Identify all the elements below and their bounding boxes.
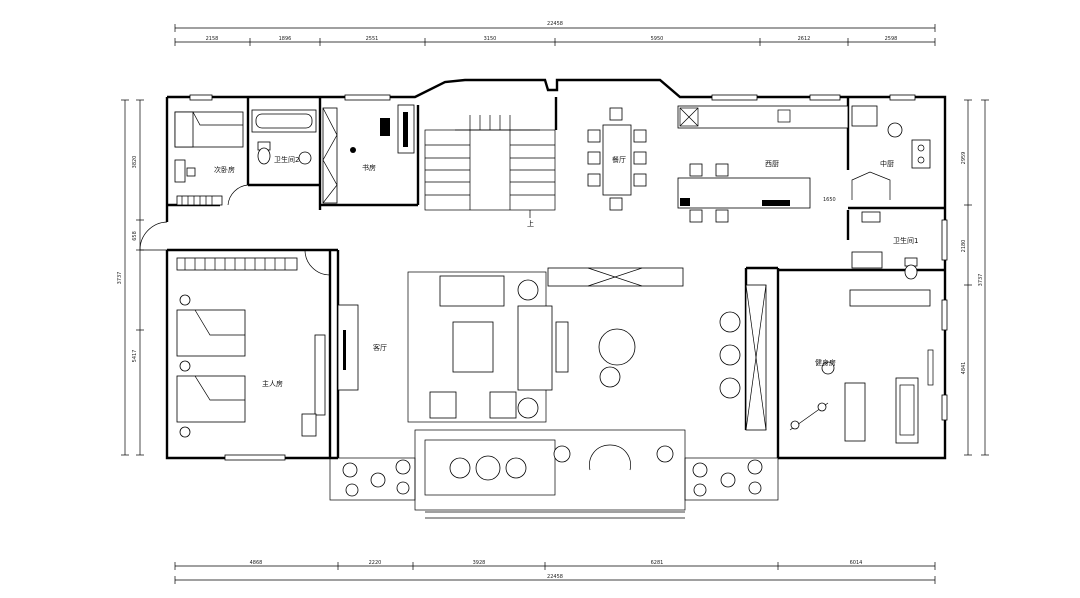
plant-group-left xyxy=(342,459,411,497)
stair-up-label: 上 xyxy=(527,219,534,228)
right-segment-dimension: 2180 xyxy=(961,240,967,253)
staircase: 上 xyxy=(424,115,556,228)
top-segment-dimension: 1896 xyxy=(279,36,292,42)
left-segment-dimension: 3820 xyxy=(132,156,138,169)
front-terrace xyxy=(329,429,779,519)
bed-upper xyxy=(176,309,246,357)
room-label-chinese-kitchen: 中厨 xyxy=(880,159,894,168)
wardrobe xyxy=(176,195,223,206)
top-total-dimension: 22458 xyxy=(547,21,563,27)
bottom-segment-dimension: 2220 xyxy=(369,560,382,566)
exercise-bike xyxy=(844,382,866,442)
top-segment-dimension: 5950 xyxy=(651,36,664,42)
bottom-segment-dimension: 6281 xyxy=(651,560,664,566)
bathroom-1: 卫生间1 xyxy=(851,211,918,280)
gym: 健身房 xyxy=(789,289,934,444)
sink xyxy=(887,122,903,138)
chinese-kitchen: 中厨 xyxy=(851,105,931,200)
room-label-bathroom-1: 卫生间1 xyxy=(893,236,918,245)
study: 书房 xyxy=(322,104,415,204)
stove xyxy=(911,139,931,169)
wardrobe xyxy=(176,257,298,271)
room-label-gym: 健身房 xyxy=(815,358,836,367)
left-segment-dimension: 3737 xyxy=(117,272,123,285)
left-segment-dimension: 5417 xyxy=(132,350,138,363)
right-dimension-chain: 2959 2180 3737 4841 xyxy=(961,99,989,456)
kitchen-island xyxy=(677,177,811,209)
exterior-walls xyxy=(139,78,948,461)
left-segment-dimension: 658 xyxy=(132,231,138,241)
room-label-living: 客厅 xyxy=(373,343,387,352)
dining: 餐厅 xyxy=(587,107,647,211)
sofa-right xyxy=(517,305,553,391)
round-table xyxy=(598,328,636,366)
top-segment-dimension: 2551 xyxy=(366,36,379,42)
bottom-segment-dimension: 3928 xyxy=(473,560,486,566)
island-dimension: 1650 xyxy=(823,197,836,203)
top-dimension-chain: 22458 2158 1896 2551 3150 5950 2612 2598 xyxy=(174,21,936,46)
right-segment-dimension: 4841 xyxy=(961,362,967,375)
room-label-bathroom-2: 卫生间2 xyxy=(274,155,299,164)
dining-chairs xyxy=(587,107,647,211)
coffee-table xyxy=(452,321,494,373)
bottom-dimension-chain: 4868 2220 3928 6281 6014 22458 xyxy=(174,560,936,584)
master-bedroom: 主人房 xyxy=(176,257,326,438)
dining-table xyxy=(602,124,632,196)
bottom-segment-dimension: 6014 xyxy=(850,560,863,566)
top-segment-dimension: 3150 xyxy=(484,36,497,42)
right-segment-dimension: 3737 xyxy=(978,274,984,287)
bottom-segment-dimension: 4868 xyxy=(250,560,263,566)
bed-lower xyxy=(176,375,246,423)
left-dimension-chain: 3820 658 3737 5417 xyxy=(117,99,144,456)
desk xyxy=(174,159,186,183)
treadmill xyxy=(895,377,919,444)
counter-top xyxy=(677,105,849,129)
bathroom-2: 卫生间2 xyxy=(251,109,317,165)
tv-cabinet xyxy=(314,334,326,416)
top-segment-dimension: 2598 xyxy=(885,36,898,42)
room-label-bedroom-small: 次卧房 xyxy=(214,165,235,174)
bedroom-small: 次卧房 xyxy=(174,111,244,206)
western-kitchen: 西厨 1650 xyxy=(677,105,849,223)
plant-group-right xyxy=(692,459,763,497)
basin xyxy=(298,151,312,165)
living-room: 客厅 xyxy=(337,267,767,431)
top-segment-dimension: 2612 xyxy=(798,36,811,42)
tv-wall xyxy=(337,304,359,391)
room-label-western-kitchen: 西厨 xyxy=(765,160,779,168)
room-label-master-bedroom: 主人房 xyxy=(262,379,283,388)
right-segment-dimension: 2959 xyxy=(961,152,967,165)
sofa-top xyxy=(439,275,505,307)
room-label-dining: 餐厅 xyxy=(612,155,626,164)
bottom-total-dimension: 22458 xyxy=(547,574,563,580)
room-label-study: 书房 xyxy=(362,163,376,172)
top-segment-dimension: 2158 xyxy=(206,36,219,42)
